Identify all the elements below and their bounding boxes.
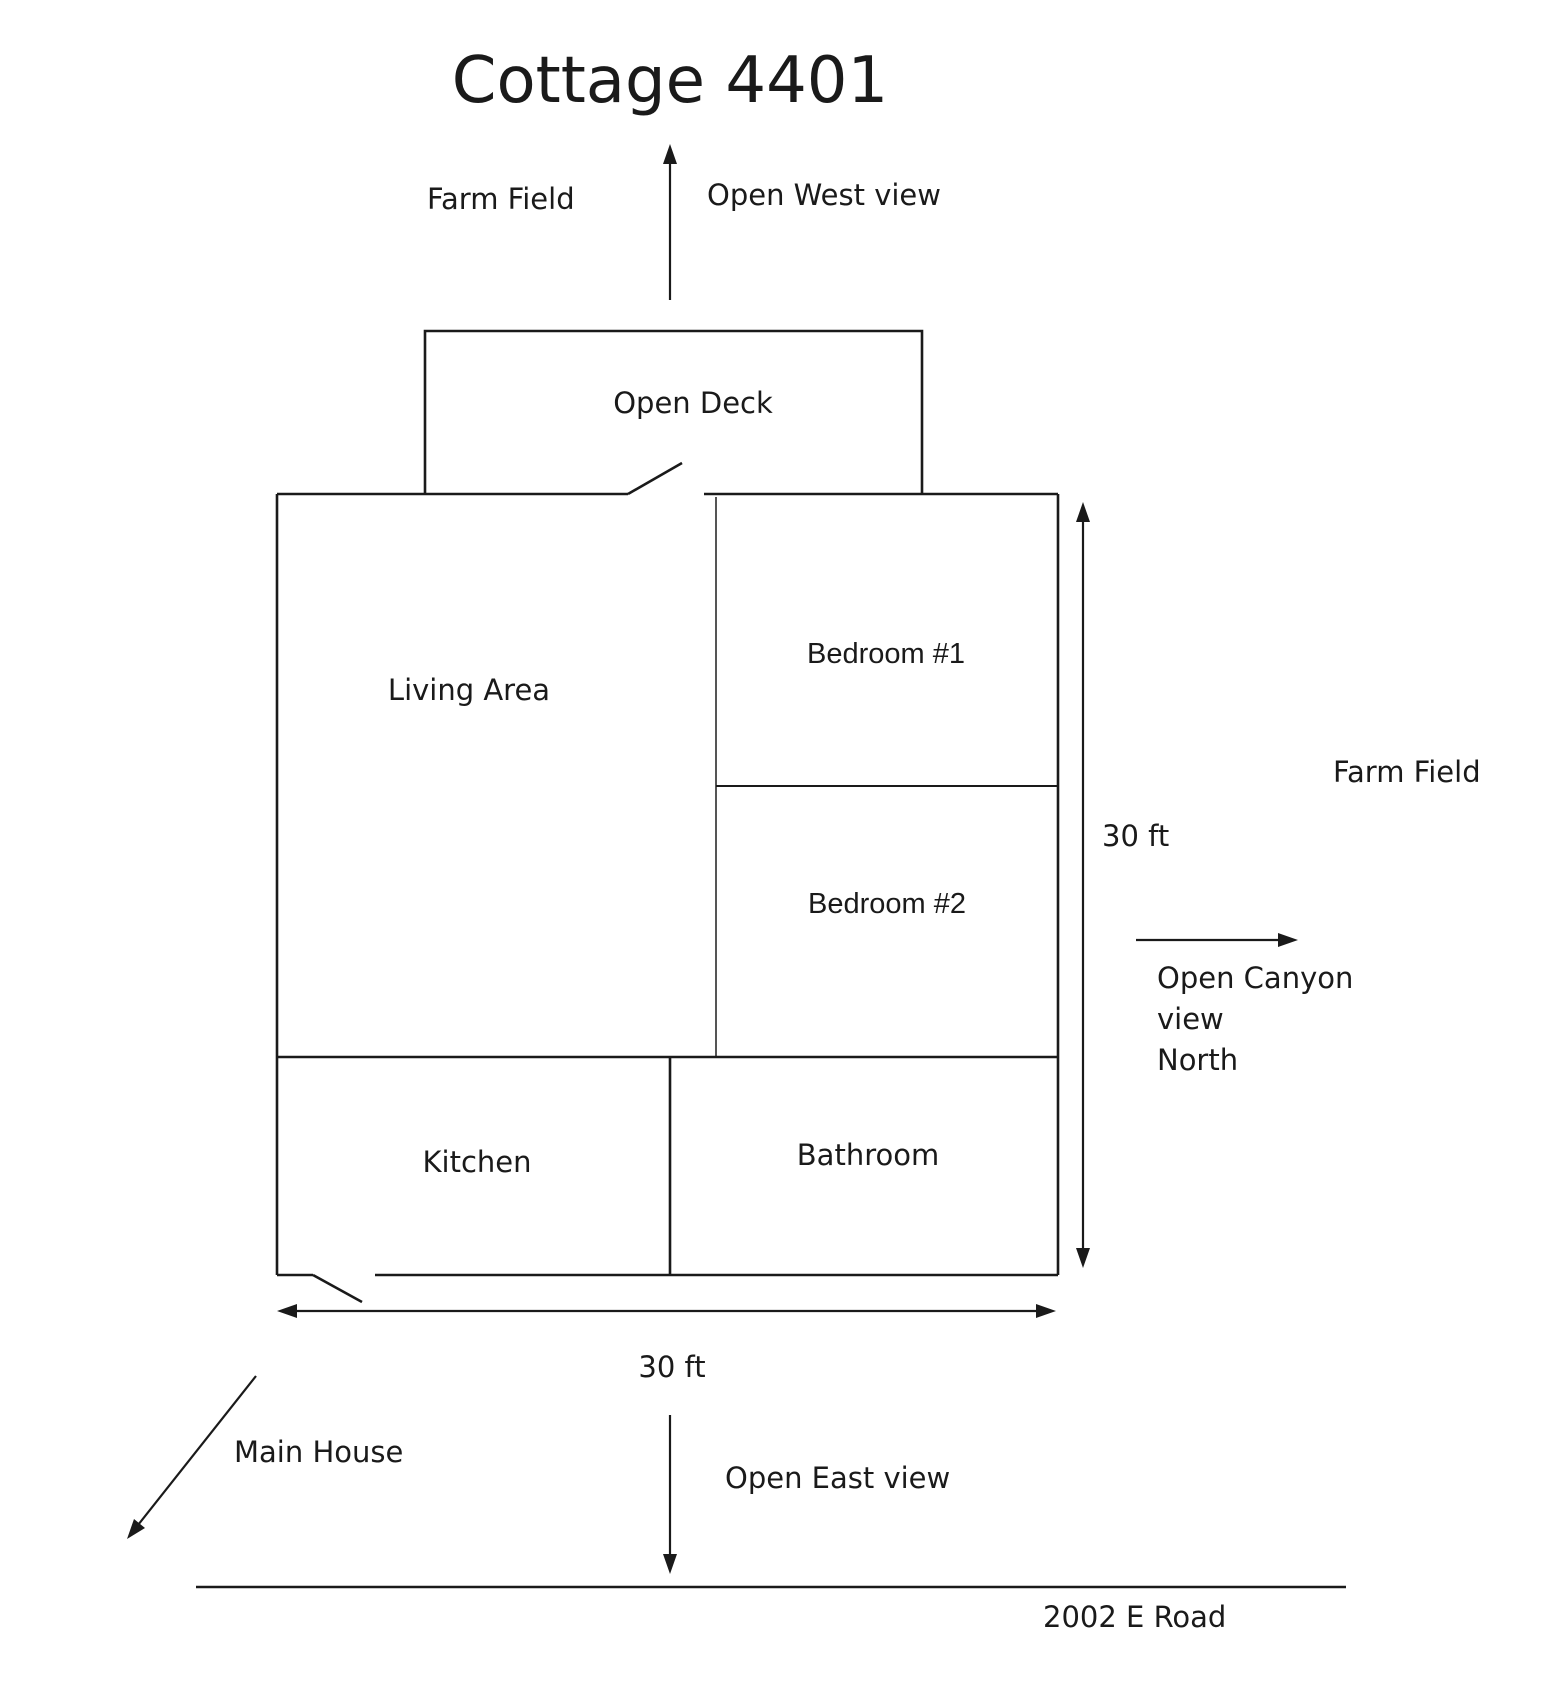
label-open-canyon-line2: view — [1157, 1002, 1224, 1036]
label-main-house: Main House — [234, 1435, 403, 1469]
room-label-bedroom-2: Bedroom #2 — [808, 888, 966, 920]
open-deck-outline — [423, 329, 924, 494]
room-label-bathroom: Bathroom — [797, 1138, 939, 1172]
arrow-down-east — [663, 1415, 677, 1574]
label-open-east-view: Open East view — [725, 1461, 950, 1495]
interior-walls — [277, 497, 1058, 1275]
cottage-walls — [275, 461, 1060, 1304]
arrow-right-canyon — [1136, 933, 1298, 947]
label-open-canyon-line3: North — [1157, 1043, 1238, 1077]
room-label-bedroom-1: Bedroom #1 — [807, 638, 965, 670]
label-road: 2002 E Road — [1043, 1600, 1226, 1634]
label-farm-field-right: Farm Field — [1333, 755, 1481, 789]
label-open-canyon-line1: Open Canyon — [1157, 961, 1353, 995]
height-dimension-arrow — [1076, 502, 1090, 1268]
label-farm-field-top: Farm Field — [427, 182, 575, 216]
dimension-height-label: 30 ft — [1102, 819, 1169, 853]
arrow-up-west — [663, 144, 677, 300]
room-label-living-area: Living Area — [388, 673, 550, 707]
room-label-open-deck: Open Deck — [613, 386, 773, 420]
room-label-kitchen: Kitchen — [423, 1145, 532, 1179]
label-open-west-view: Open West view — [707, 178, 941, 212]
dimension-width-label: 30 ft — [638, 1350, 705, 1384]
width-dimension-arrow — [277, 1304, 1056, 1318]
diagram-title: Cottage 4401 — [452, 44, 888, 118]
arrow-main-house — [127, 1375, 257, 1539]
